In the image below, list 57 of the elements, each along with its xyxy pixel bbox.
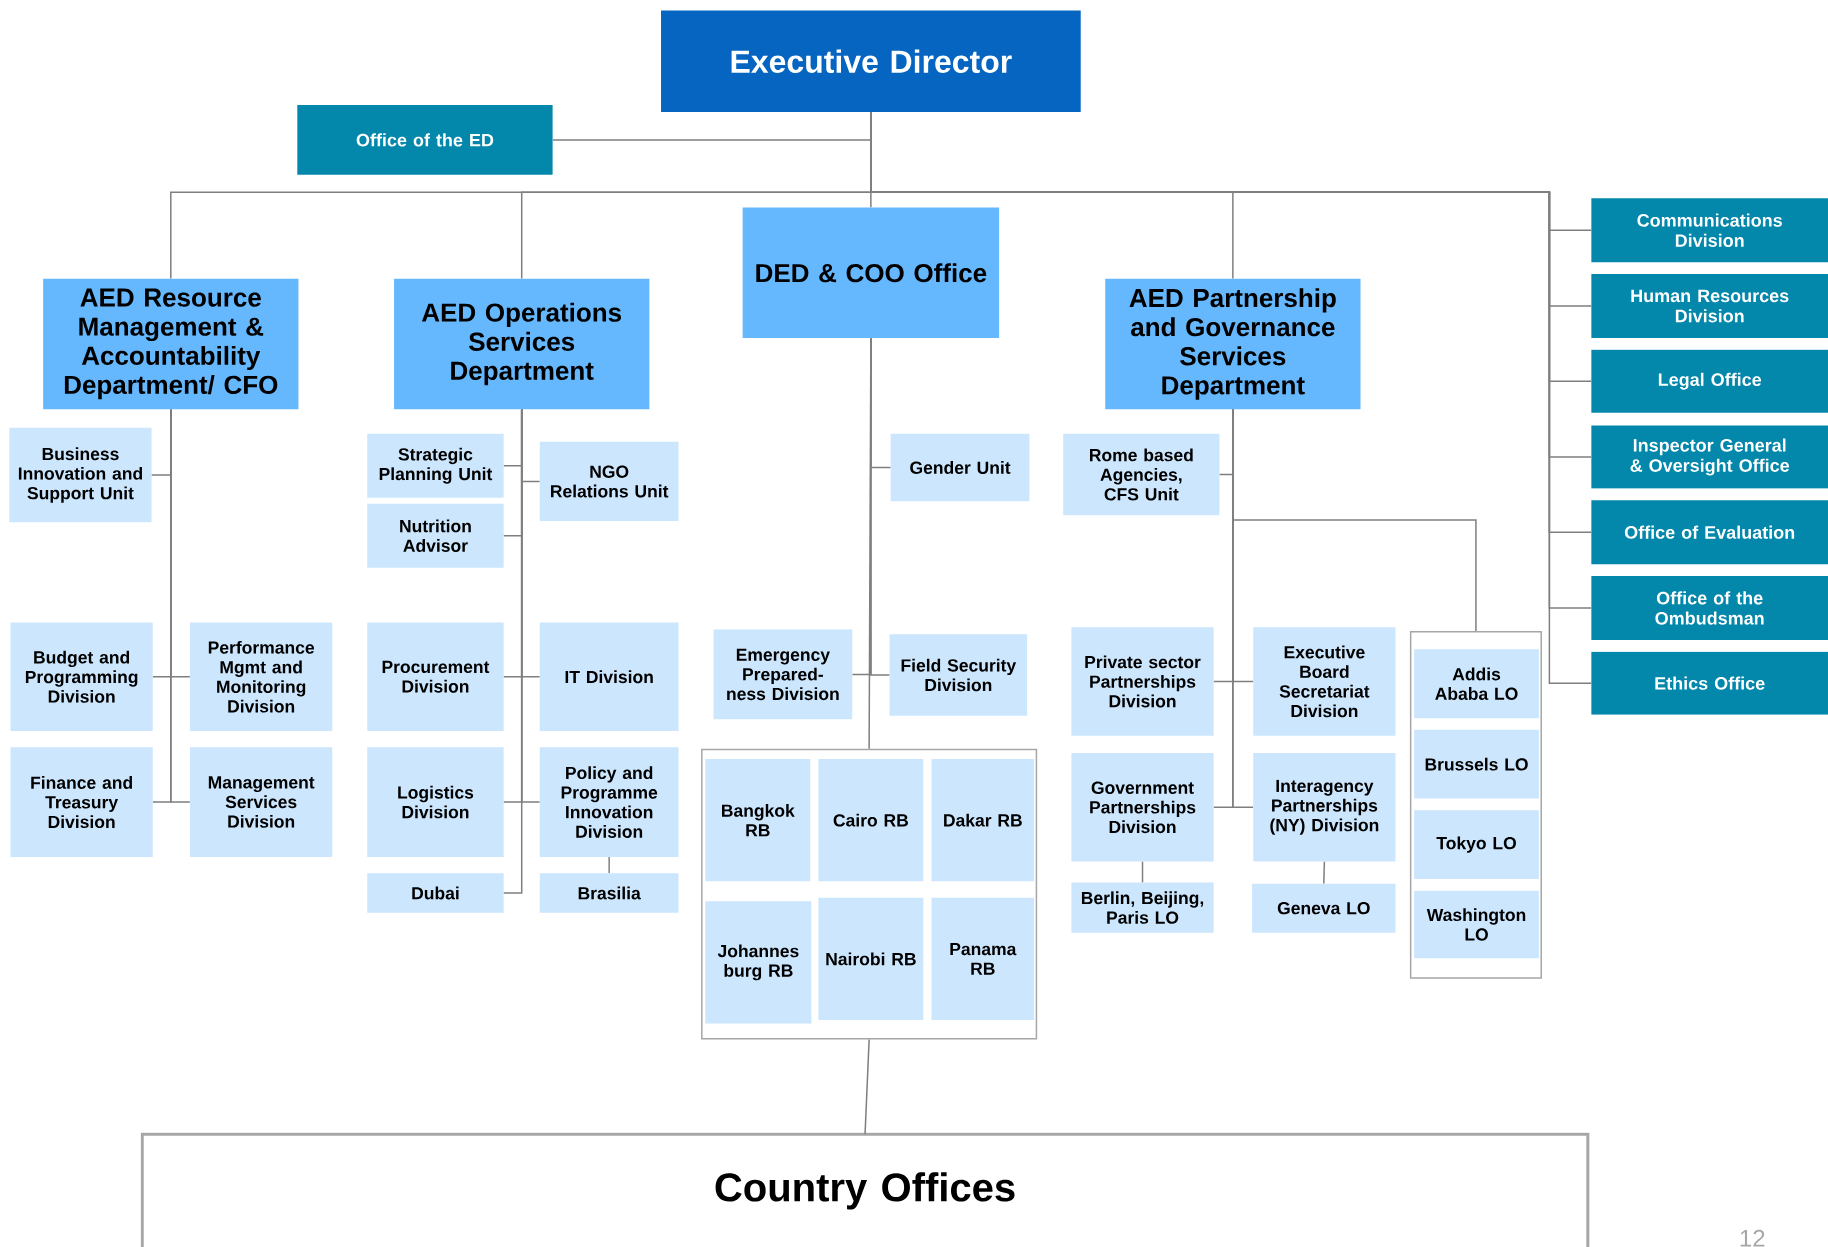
unit-box: Budget and Programming Division <box>10 622 153 731</box>
office-box: Legal Office <box>1591 349 1828 413</box>
unit-box: IT Division <box>539 622 679 731</box>
unit-box: Finance and Treasury Division <box>10 747 153 857</box>
connector-line <box>608 856 610 874</box>
unit-box: Logistics Division <box>367 747 504 857</box>
office-box: Communications Division <box>1591 198 1828 263</box>
connector-line <box>1232 408 1477 632</box>
unit-box: Panama RB <box>931 897 1035 1021</box>
connector-line <box>170 408 191 803</box>
unit-box: Government Partnerships Division <box>1071 753 1214 862</box>
unit-box: Dubai <box>367 873 504 913</box>
unit-box: Bangkok RB <box>705 758 811 882</box>
unit-box: Nutrition Advisor <box>367 503 504 568</box>
unit-box: Gender Unit <box>890 433 1030 502</box>
connector-line <box>864 1038 870 1135</box>
unit-box: Policy and Programme Innovation Division <box>539 747 679 857</box>
executive-box: Executive Director <box>661 10 1081 112</box>
unit-box: Dakar RB <box>931 758 1035 882</box>
unit-box: Tokyo LO <box>1414 810 1539 879</box>
unit-box: Business Innovation and Support Unit <box>9 427 152 523</box>
unit-box: Nairobi RB <box>818 897 924 1021</box>
connector-line <box>503 408 523 894</box>
unit-box: Strategic Planning Unit <box>367 433 504 498</box>
office-box: Office of the ED <box>297 104 553 175</box>
unit-box: NGO Relations Unit <box>539 441 679 522</box>
unit-box: Brasilia <box>539 873 679 913</box>
unit-box: Performance Mgmt and Monitoring Division <box>190 622 333 731</box>
department-box: DED & COO Office <box>742 207 1000 339</box>
office-box: Human Resources Division <box>1591 273 1828 339</box>
unit-box: Brussels LO <box>1414 729 1539 799</box>
unit-box: Interagency Partnerships (NY) Division <box>1253 753 1396 862</box>
office-box: Ethics Office <box>1591 651 1828 715</box>
unit-box: Private sector Partnerships Division <box>1071 627 1214 736</box>
unit-box: Management Services Division <box>190 747 333 857</box>
office-box: Office of Evaluation <box>1591 500 1828 565</box>
unit-box: Addis Ababa LO <box>1414 649 1539 719</box>
unit-box: Geneva LO <box>1252 883 1396 933</box>
unit-box: Berlin, Beijing, Paris LO <box>1071 882 1214 933</box>
unit-box: Washington LO <box>1414 890 1539 959</box>
unit-box: Johannes burg RB <box>705 901 812 1024</box>
unit-box: Cairo RB <box>818 758 924 882</box>
unit-box: Field Security Division <box>889 634 1028 716</box>
connector-line <box>1141 861 1144 884</box>
office-box: Office of the Ombudsman <box>1591 575 1828 641</box>
connector-line <box>1323 861 1326 885</box>
unit-box: Rome based Agencies, CFS Unit <box>1063 433 1220 516</box>
unit-box: Procurement Division <box>367 622 504 731</box>
department-box: AED Operations Services Department <box>394 278 650 410</box>
unit-box: Executive Board Secretariat Division <box>1253 627 1396 736</box>
unit-box: Emergency Prepared- ness Division <box>713 629 853 720</box>
connector-line <box>868 337 872 750</box>
department-box: AED Partnership and Governance Services Department <box>1105 278 1361 410</box>
department-box: AED Resource Management & Accountability Department/ CFO <box>43 278 299 410</box>
office-box: Inspector General & Oversight Office <box>1591 425 1828 489</box>
country-offices-box: Country Offices <box>140 1132 1590 1247</box>
page-number: 12 <box>1740 1229 1765 1247</box>
